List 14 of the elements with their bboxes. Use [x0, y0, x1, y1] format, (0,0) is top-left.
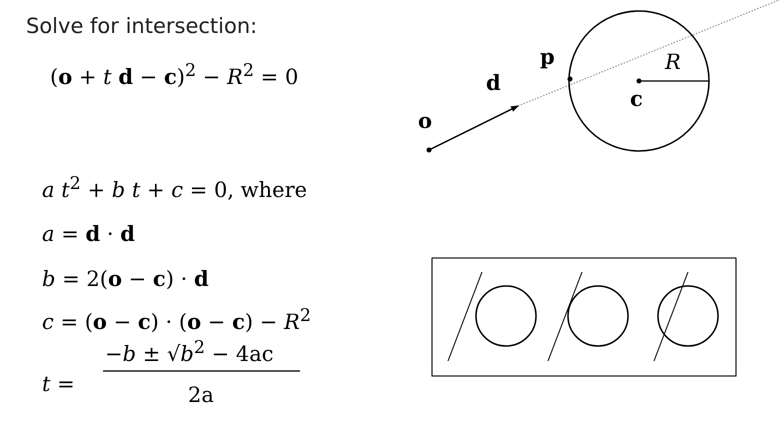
radius-label: R: [665, 52, 681, 73]
heading: Solve for intersection:: [26, 16, 258, 37]
fraction-numerator: −b ± √b$^{2}$ − 4ac: [105, 340, 274, 365]
equation: a = d · d: [42, 223, 135, 245]
fraction-denominator: 2a: [188, 385, 214, 406]
point-label: p: [540, 46, 555, 67]
vector-label: d: [486, 72, 501, 93]
equation: a t$^{2}$ + b t + c = 0, where: [42, 176, 308, 201]
equation: c = (o − c) · (o − c) − R$^{2}$: [42, 308, 311, 333]
equation: t =: [42, 374, 75, 395]
equation: b = 2(o − c) · d: [42, 268, 209, 290]
point-label: o: [418, 110, 432, 131]
equation: (o + t d − c)$^{2}$ − R$^{2}$ = 0: [50, 63, 298, 88]
point-label: c: [630, 88, 643, 109]
